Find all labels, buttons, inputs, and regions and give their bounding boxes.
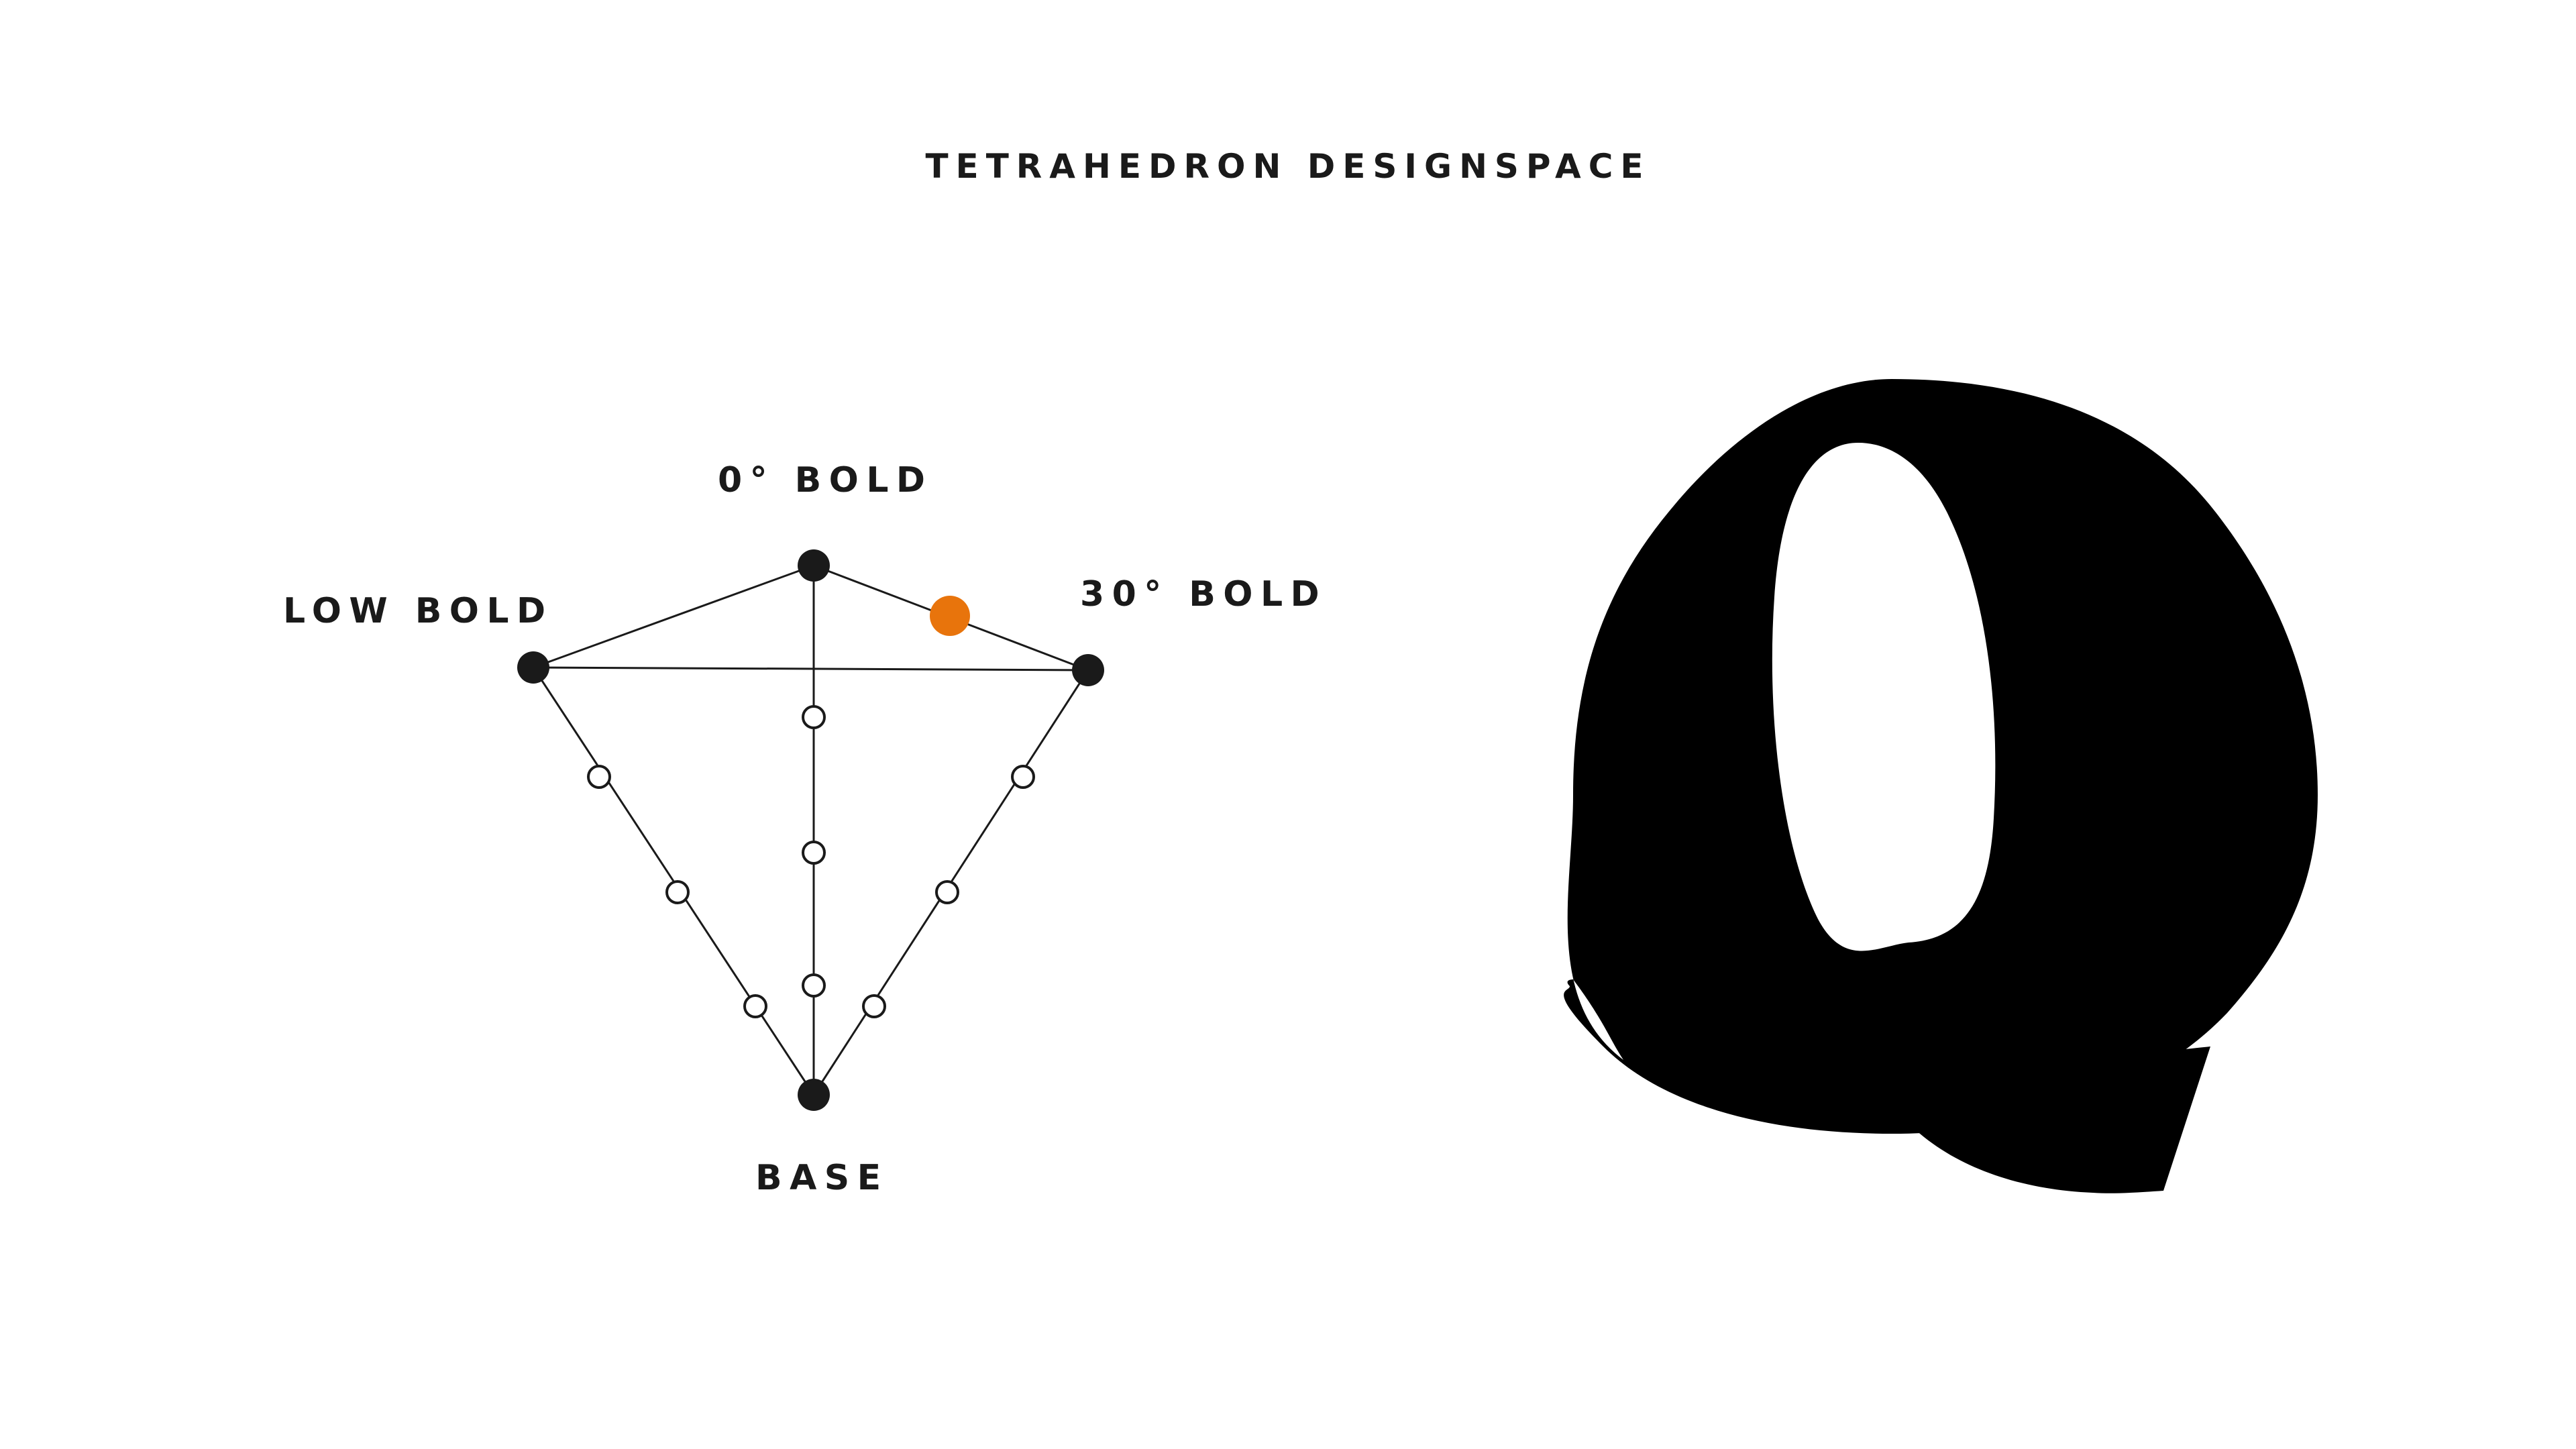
- vertex-right: [1072, 654, 1104, 686]
- vertex-label-left: LOW BOLD: [283, 591, 553, 631]
- vertex-label-top: 0° BOLD: [718, 460, 933, 500]
- instance-node: [802, 705, 826, 729]
- glyph-q-tail: [1858, 976, 2210, 1193]
- vertex-label-base: BASE: [755, 1158, 889, 1198]
- vertex-label-right: 30° BOLD: [1080, 574, 1328, 614]
- instance-node: [862, 994, 886, 1018]
- intermediate-nodes: [587, 705, 1035, 1018]
- vertex-left: [517, 651, 549, 684]
- master-vertices: [517, 549, 1104, 1111]
- figure-title: TETRAHEDRON DESIGNSPACE: [925, 147, 1651, 186]
- current-instance-marker: [930, 596, 970, 636]
- instance-node: [587, 765, 611, 789]
- instance-node: [802, 973, 826, 998]
- vertex-base: [798, 1079, 830, 1111]
- instance-node: [665, 880, 690, 904]
- instance-node: [935, 880, 959, 904]
- instance-node: [743, 994, 767, 1018]
- edge-left-right: [533, 666, 1089, 672]
- glyph-q-bowl: [1564, 379, 2318, 1134]
- instance-node: [802, 841, 826, 865]
- instance-node: [1011, 765, 1035, 789]
- edge-left-top: [533, 564, 814, 669]
- vertex-top: [798, 549, 830, 582]
